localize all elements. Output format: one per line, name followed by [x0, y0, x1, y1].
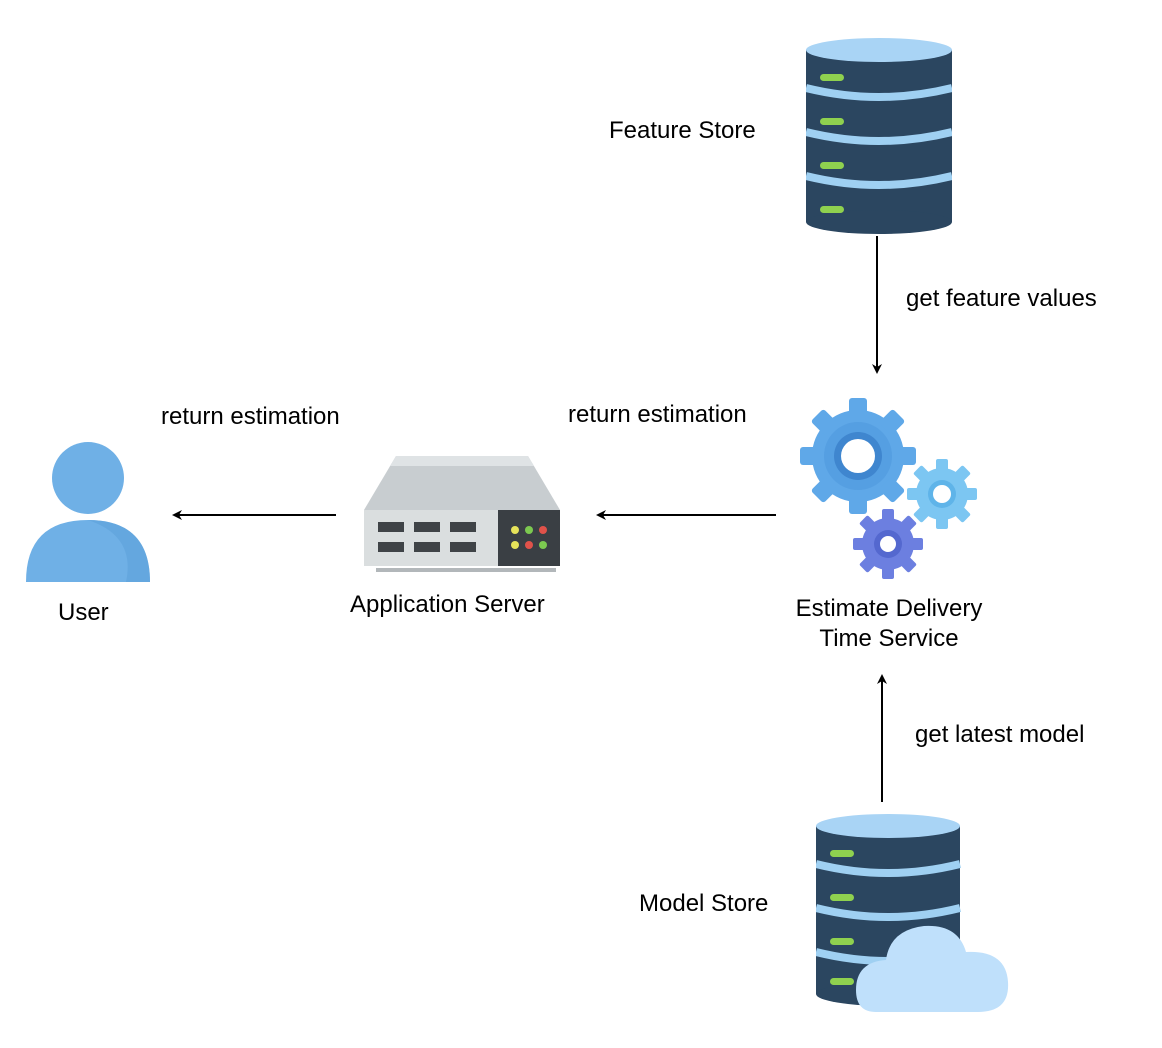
application-server-label: Application Server: [350, 591, 545, 618]
database-cloud-icon: [815, 814, 1009, 1012]
estimate-service-label-line2: Time Service: [819, 625, 959, 652]
model-store-label: Model Store: [639, 890, 769, 917]
app-to-user-label: return estimation: [161, 403, 340, 430]
server-icon: [364, 456, 560, 572]
cloud-icon: [856, 925, 1009, 1012]
estimate-service-node[interactable]: [798, 396, 982, 580]
user-icon: [26, 442, 150, 582]
feature-to-service-label: get feature values: [906, 285, 1097, 312]
feature-store-label: Feature Store: [609, 117, 756, 144]
model-to-service-label: get latest model: [915, 721, 1085, 748]
estimate-service-label: Estimate Delivery Time Service: [764, 594, 1014, 654]
model-store-node[interactable]: [815, 812, 1012, 1016]
estimate-service-label-line1: Estimate Delivery: [795, 595, 983, 622]
user-node[interactable]: [26, 440, 152, 584]
user-label: User: [58, 599, 109, 626]
service-to-app-label: return estimation: [568, 401, 747, 428]
database-icon: [805, 38, 953, 234]
gears-icon: [800, 398, 977, 579]
application-server-node[interactable]: [362, 452, 562, 574]
feature-store-node[interactable]: [805, 36, 953, 236]
